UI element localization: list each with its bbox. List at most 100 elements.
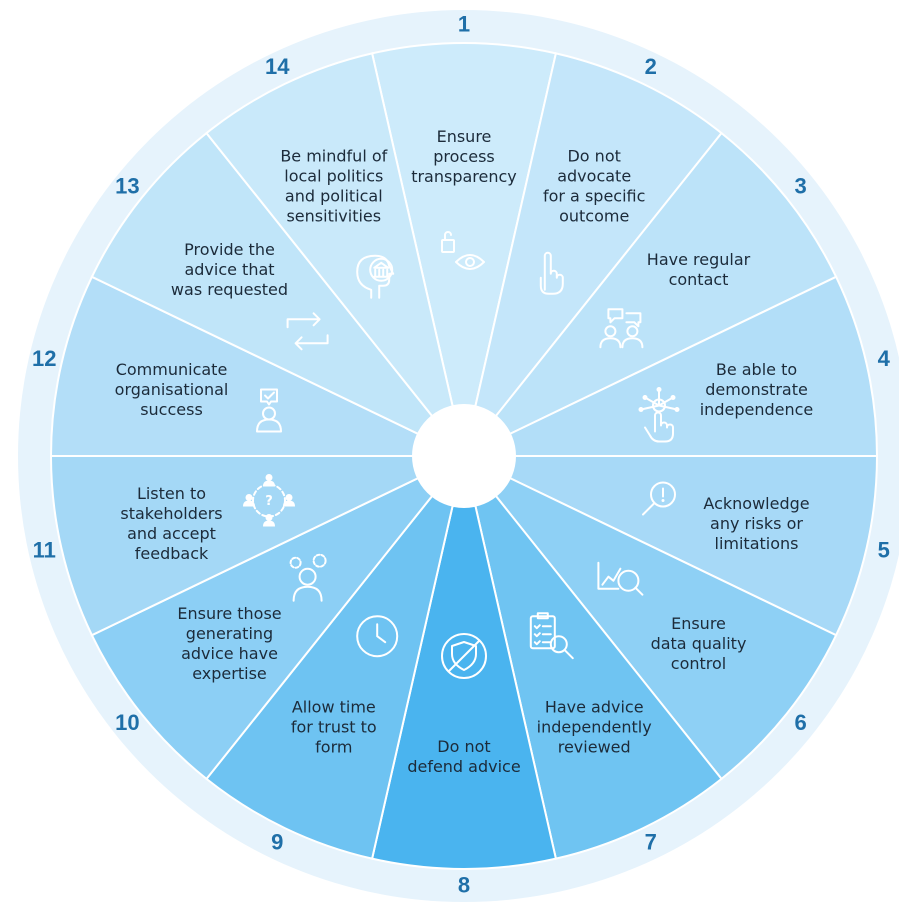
segment-10 (90, 455, 465, 781)
segment-label-line: Ensure those (177, 604, 281, 623)
segment-number: 14 (265, 54, 290, 79)
hand-network-icon (638, 387, 680, 443)
person-gears-icon (289, 553, 327, 602)
segment-label-line: Listen to (137, 484, 206, 503)
segment-label-line: Be able to (716, 360, 797, 379)
segment-label-line: for trust to (291, 717, 377, 736)
segment-2 (463, 52, 723, 457)
segment-14 (205, 52, 465, 457)
segment-number: 5 (878, 538, 890, 563)
segment-label-line: data quality (651, 634, 747, 653)
segment-number: 7 (645, 830, 657, 855)
segment-3 (463, 131, 838, 457)
checklist-magnifier-icon (529, 612, 574, 660)
segment-label-line: reviewed (558, 737, 631, 756)
segment-label-line: advocate (557, 167, 631, 186)
wheel-segments (49, 42, 879, 870)
segment-label-line: Acknowledge (703, 494, 809, 513)
segment-13 (90, 131, 465, 457)
segment-number: 8 (458, 872, 470, 897)
segment-label-line: and political (285, 187, 383, 206)
segment-label-line: Do not (567, 147, 620, 166)
segment-number: 9 (271, 830, 283, 855)
segment-label-line: success (140, 400, 203, 419)
segment-number: 13 (115, 173, 139, 198)
segment-label-line: demonstrate (705, 380, 808, 399)
segment-label-line: Do not (437, 737, 490, 756)
segment-6 (463, 455, 838, 781)
question-mark-glyph: ? (265, 494, 273, 509)
shield-blocked-icon (441, 633, 487, 679)
segment-label-line: generating (186, 624, 273, 643)
segment-12 (49, 275, 465, 457)
segment-label-line: Allow time (292, 697, 376, 716)
segment-label-line: and accept (127, 524, 216, 543)
segment-label-line: transparency (411, 167, 517, 186)
center-hub (412, 404, 516, 508)
segment-label-line: defend advice (407, 757, 520, 776)
segment-number: 4 (878, 346, 891, 371)
segment-number: 10 (115, 710, 139, 735)
people-question-icon: ? (243, 474, 295, 527)
person-check-icon (256, 388, 282, 433)
lock-eye-icon (441, 231, 485, 270)
segment-label-line: Be mindful of (280, 147, 387, 166)
clock-icon (356, 615, 399, 658)
segment-label-line: Provide the (184, 240, 275, 259)
segment-number: 12 (32, 346, 56, 371)
segment-label-line: any risks or (710, 514, 803, 533)
segment-label-line: sensitivities (286, 207, 381, 226)
segment-label-line: Have advice (545, 697, 644, 716)
segment-label-line: expertise (192, 664, 267, 683)
segment-label-line: Ensure (437, 127, 492, 146)
segment-label-line: advice have (181, 644, 278, 663)
segment-label-line: Ensure (671, 614, 726, 633)
segment-label-line: advice that (184, 260, 274, 279)
people-chat-icon (599, 308, 644, 349)
raised-finger-icon (539, 251, 564, 295)
segment-label-line: Have regular (647, 250, 751, 269)
segment-5 (463, 455, 879, 637)
segment-number: 11 (33, 538, 56, 563)
segment-label-line: organisational (115, 380, 229, 399)
segment-label-line: for a specific (543, 187, 645, 206)
segment-9 (205, 455, 465, 860)
segment-label-line: feedback (135, 544, 209, 563)
segment-label-line: Communicate (116, 360, 228, 379)
head-institution-icon (356, 254, 395, 299)
exchange-arrows-icon (286, 312, 329, 351)
segment-label-line: limitations (715, 534, 799, 553)
segment-number: 1 (458, 11, 470, 36)
segment-label-line: contact (669, 270, 729, 289)
segment-4 (463, 275, 879, 457)
wheel-icons: ? (243, 231, 680, 679)
segment-1 (370, 42, 558, 457)
segment-7 (463, 455, 723, 860)
segment-label-line: control (671, 654, 726, 673)
magnifier-alert-icon (642, 481, 676, 516)
segment-label-line: form (315, 737, 352, 756)
segment-number: 6 (794, 710, 806, 735)
segment-label-line: independence (700, 400, 814, 419)
segment-label-line: process (433, 147, 494, 166)
segment-label-line: was requested (171, 280, 288, 299)
segment-label-line: outcome (559, 207, 629, 226)
segment-8 (370, 455, 558, 870)
